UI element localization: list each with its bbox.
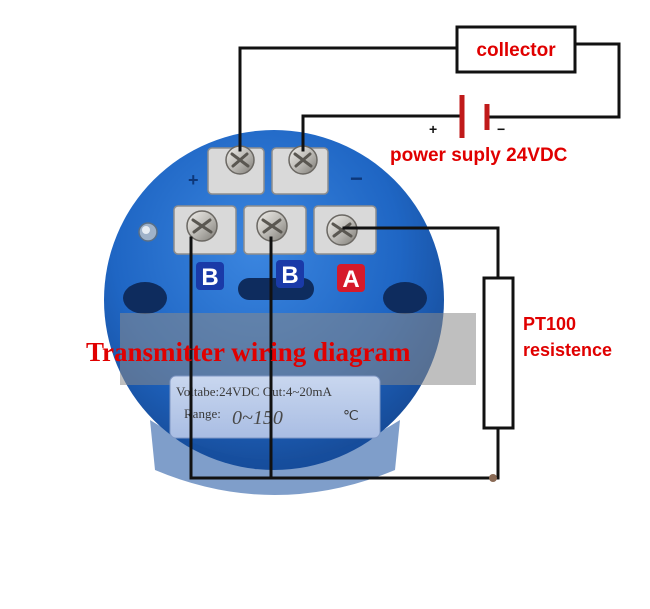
terminal-b1-screw-icon xyxy=(186,210,218,242)
mounting-hole-right xyxy=(383,282,427,314)
battery-icon: + − xyxy=(429,95,505,138)
resistance-label: resistence xyxy=(523,340,612,360)
wire-junction-dot xyxy=(489,474,497,482)
wire-supply-to-transmitter xyxy=(301,114,464,152)
board-minus-mark: − xyxy=(350,166,363,191)
mounting-screw-icon xyxy=(138,222,158,242)
pt100-resistor-icon xyxy=(482,276,515,430)
device-rim xyxy=(150,420,400,495)
spec-label-line1: Voltabe:24VDC Out:4~20mA xyxy=(176,384,333,399)
diagram-title: Transmitter wiring diagram xyxy=(86,337,411,367)
spec-label-range-value: 0~150 xyxy=(232,407,283,429)
terminal-label-a-text: A xyxy=(342,266,359,293)
mounting-hole-left xyxy=(123,282,167,314)
wire-collector-to-supply xyxy=(485,42,621,119)
supply-plus-sign: + xyxy=(429,121,437,137)
spec-label: Voltabe:24VDC Out:4~20mA Range: 0~150 ℃ xyxy=(169,375,381,439)
wire-pt100-to-terminal-b1 xyxy=(189,236,500,480)
spec-label-line2: Range: xyxy=(184,406,221,421)
terminal-label-b1-text: B xyxy=(201,264,218,291)
terminal-a-screw-icon xyxy=(326,214,358,246)
title-band xyxy=(120,313,476,385)
power-supply-label: power suply 24VDC xyxy=(390,145,568,166)
wires xyxy=(189,42,621,480)
spec-label-range-unit: ℃ xyxy=(343,407,359,423)
terminal-label-b1: B xyxy=(196,262,224,291)
collector-box: collector xyxy=(455,25,577,74)
pt100-label: PT100 xyxy=(523,314,576,334)
transmitter-device: + − xyxy=(104,130,476,495)
wire-terminal-a-to-pt100 xyxy=(342,226,500,280)
board-plus-mark: + xyxy=(188,170,199,190)
terminal-label-b2-text: B xyxy=(281,262,298,289)
wire-collector-input xyxy=(238,46,459,152)
terminal-label-b2: B xyxy=(276,260,304,289)
terminal-b2-screw-icon xyxy=(256,210,288,242)
power-plus-terminal-screw-icon xyxy=(225,145,255,175)
collector-label: collector xyxy=(476,40,556,61)
terminal-label-a: A xyxy=(337,264,365,293)
supply-minus-sign: − xyxy=(497,121,505,137)
